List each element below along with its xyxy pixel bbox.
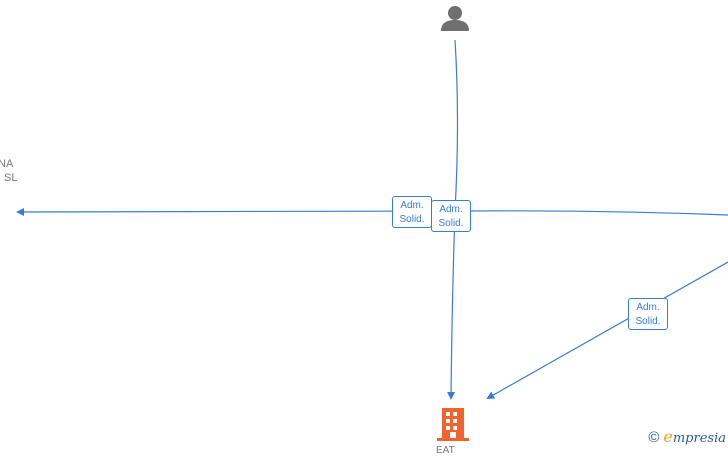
company-node-label[interactable]: EAT [436, 444, 455, 458]
brand-name: mpresia [672, 431, 726, 446]
empresia-watermark: ©empresia [648, 427, 726, 446]
company-node-label[interactable]: NA SL [0, 157, 17, 185]
edge-role-line: Adm. [636, 302, 660, 313]
edge-role-line: Adm. [400, 200, 424, 211]
company-name-line: NA [0, 158, 14, 170]
edge-line [447, 210, 456, 400]
company-name: EAT [436, 445, 455, 456]
edge-role-label: Adm. Solid. [392, 196, 432, 228]
company-name-line: SL [4, 172, 18, 184]
edge-role-label: Adm. Solid. [628, 298, 668, 330]
edge-role-line: Solid. [438, 218, 464, 229]
building-icon[interactable] [437, 408, 469, 441]
edge-line [486, 261, 728, 399]
edge-role-label: Adm. Solid. [431, 200, 471, 232]
copyright-symbol: © [648, 429, 660, 446]
brand-initial: e [663, 427, 673, 446]
edge-line [16, 39, 459, 216]
edge-role-line: Solid. [635, 316, 661, 327]
edge-role-line: Solid. [399, 214, 425, 225]
edge-line [469, 210, 728, 216]
edge-role-line: Adm. [439, 204, 463, 215]
person-icon[interactable] [441, 6, 469, 31]
